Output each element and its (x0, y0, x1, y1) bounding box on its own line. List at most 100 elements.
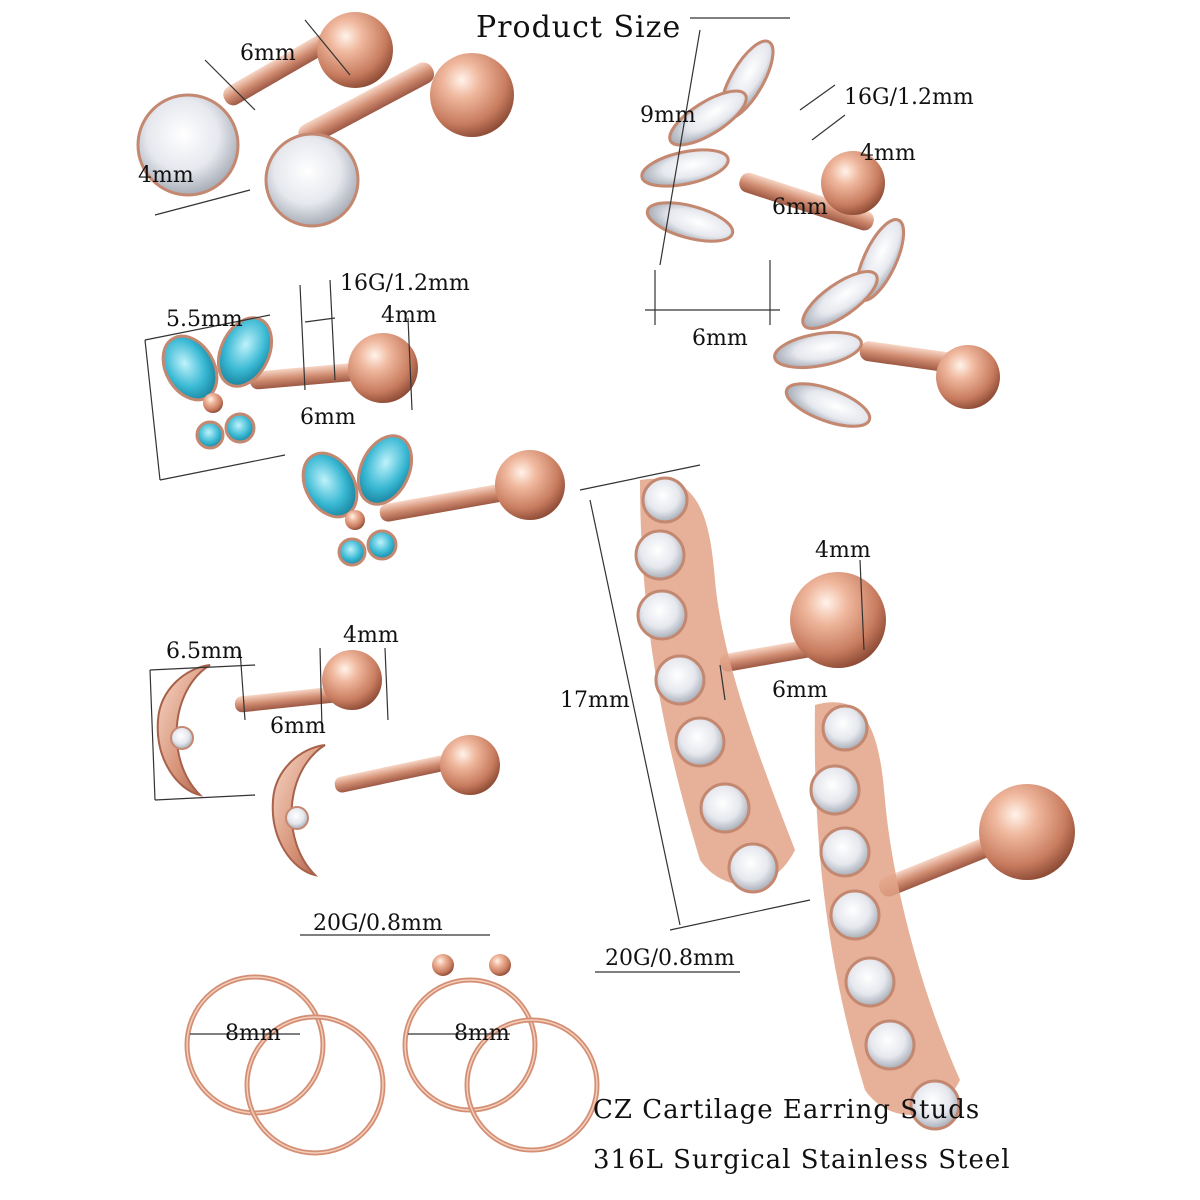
stud-bar (379, 482, 519, 522)
dimension-line (154, 794, 256, 801)
climber-crystal (819, 826, 871, 878)
marquise-crystal (801, 270, 879, 330)
climber-crystal (909, 1079, 961, 1131)
dimension-line (319, 647, 323, 731)
climber-crystal (844, 956, 896, 1008)
hoop-ball (489, 954, 511, 976)
round-stud-bar-label: 6mm (240, 41, 296, 66)
dimension-line (204, 59, 256, 111)
blue-small-stone (366, 529, 398, 561)
round-crystal (264, 132, 360, 228)
marquise-cluster-earrings (640, 39, 1000, 428)
plain-hoop-earrings (184, 974, 386, 1156)
climber-crystal (654, 654, 706, 706)
blue-wing-stone (356, 434, 414, 506)
round-crystal (136, 93, 240, 197)
stud-bar (298, 62, 435, 146)
dimension-line (154, 189, 251, 216)
climber-length-label: 17mm (560, 688, 630, 713)
butterfly-ball-label: 4mm (381, 303, 437, 328)
hoop-ball-diameter-label: 8mm (454, 1021, 510, 1046)
dimension-line (149, 664, 256, 671)
butterfly-gauge-label: 16G/1.2mm (340, 271, 470, 296)
dimension-line (239, 649, 246, 721)
crawler-climber-earrings (634, 476, 1075, 1131)
dimension-line (659, 29, 701, 266)
climber-crystal (727, 842, 779, 894)
hoop-gauge-label: 20G/0.8mm (313, 911, 443, 936)
dimension-line (579, 464, 701, 491)
butterfly-earrings (161, 316, 565, 567)
moon-bar-label: 6mm (270, 714, 326, 739)
footer-line-2: 316L Surgical Stainless Steel (593, 1145, 1011, 1175)
round-stud-earrings (136, 12, 514, 228)
butterfly-bar-label: 6mm (300, 405, 356, 430)
stud-ball (348, 333, 418, 403)
hoop-highlight (246, 1016, 384, 1154)
dimension-line (159, 454, 286, 481)
climber-gauge-label: 20G/0.8mm (605, 946, 735, 971)
stud-bar (223, 34, 331, 106)
marquise-ball-label: 4mm (860, 141, 916, 166)
dimension-line (669, 899, 811, 931)
dimension-line (384, 647, 389, 721)
dimension-line (407, 317, 413, 411)
stud-ball (322, 650, 382, 710)
climber-crystal (821, 704, 869, 752)
butterfly-body (203, 393, 223, 413)
dimension-line (304, 317, 336, 323)
marquise-crystal (668, 89, 748, 147)
dimension-line (329, 279, 336, 381)
dimension-line (144, 314, 271, 341)
hoop-highlight (466, 1019, 598, 1151)
climber-crystal (674, 716, 726, 768)
dimension-line (589, 499, 681, 926)
stud-bar (334, 752, 463, 793)
climber-crystal (699, 782, 751, 834)
dimension-line (859, 559, 865, 651)
dimension-line (799, 84, 836, 111)
marquise-crystal (645, 201, 735, 243)
dimension-line (299, 284, 306, 391)
climber-crystal (641, 476, 689, 524)
hoop-plain-diameter-label: 8mm (225, 1021, 281, 1046)
footer-line-1: CZ Cartilage Earring Studs (593, 1095, 980, 1125)
marquise-crystal (773, 330, 863, 370)
marquise-crystal (784, 382, 872, 428)
round-stud-stone-label: 4mm (138, 163, 194, 188)
butterfly-body (345, 510, 365, 530)
stud-ball (790, 572, 886, 668)
stud-ball (821, 151, 885, 215)
marquise-height-label: 9mm (640, 103, 696, 128)
moon-width-label: 6.5mm (166, 639, 243, 664)
dimension-line (144, 339, 161, 481)
blue-small-stone (195, 420, 225, 450)
stud-ball (440, 735, 500, 795)
marquise-gauge-label: 16G/1.2mm (844, 85, 974, 110)
stud-ball (495, 450, 565, 520)
butterfly-width-label: 5.5mm (166, 307, 243, 332)
ball-hoop-earrings (402, 954, 600, 1153)
star-crystal (285, 806, 309, 830)
dimension-line (811, 114, 846, 141)
climber-crystal (636, 589, 688, 641)
climber-crystal (864, 1019, 916, 1071)
climber-ball-label: 4mm (815, 538, 871, 563)
star-crystal (170, 726, 194, 750)
dimension-line (719, 664, 726, 701)
stud-ball (317, 12, 393, 88)
blue-wing-stone (216, 316, 274, 388)
marquise-crystal (640, 148, 730, 188)
stud-bar (739, 172, 874, 231)
stud-ball (430, 53, 514, 137)
blue-small-stone (224, 412, 256, 444)
moon-ball-label: 4mm (343, 623, 399, 648)
stud-bar (249, 361, 380, 390)
stud-ball (979, 784, 1075, 880)
crescent-moon (156, 664, 211, 797)
climber-crystal (809, 764, 861, 816)
marquise-width-label: 6mm (692, 326, 748, 351)
moon-earrings (156, 650, 500, 877)
hoop-ball (432, 954, 454, 976)
crescent-moon (271, 744, 326, 877)
